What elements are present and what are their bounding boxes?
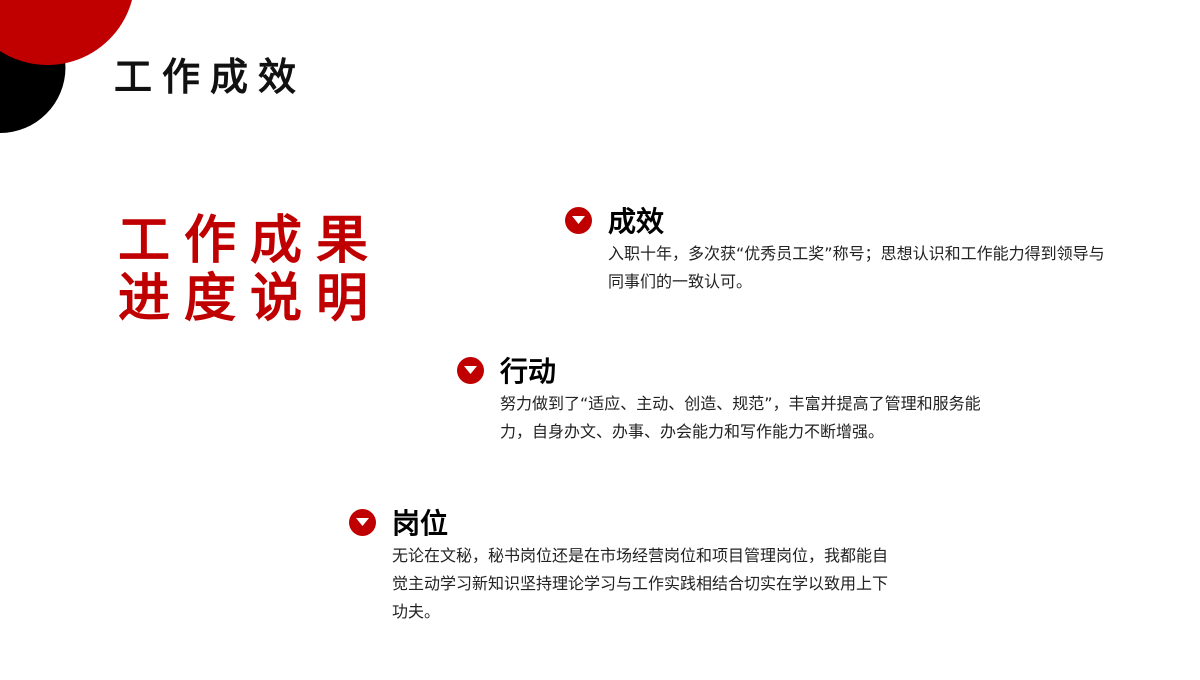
corner-decoration: [0, 0, 132, 133]
item-heading: 成效: [608, 205, 665, 238]
chevron-down-icon: [457, 356, 484, 384]
item-heading: 行动: [500, 355, 557, 388]
page-title: 工作成效: [114, 55, 307, 99]
item-heading: 岗位: [392, 507, 449, 540]
item-results: 成效 入职十年，多次获“优秀员工奖”称号；思想认识和工作能力得到领导与同事们的一…: [565, 200, 1110, 296]
item-text: 无论在文秘，秘书岗位还是在市场经营岗位和项目管理岗位，我都能自觉主动学习新知识坚…: [392, 546, 889, 621]
item-text: 努力做到了“适应、主动、创造、规范”，丰富并提高了管理和服务能力，自身办文、办事…: [500, 394, 981, 441]
item-position: 岗位 无论在文秘，秘书岗位还是在市场经营岗位和项目管理岗位，我都能自觉主动学习新…: [349, 502, 894, 626]
chevron-down-icon: [565, 206, 592, 234]
item-actions: 行动 努力做到了“适应、主动、创造、规范”，丰富并提高了管理和服务能力，自身办文…: [457, 350, 1002, 446]
section-heading: 工作成果 进度说明: [118, 212, 382, 328]
red-circle-decoration: [0, 0, 132, 65]
section-heading-line2: 进度说明: [118, 269, 383, 329]
item-text: 入职十年，多次获“优秀员工奖”称号；思想认识和工作能力得到领导与同事们的一致认可…: [608, 244, 1105, 291]
chevron-down-icon: [349, 508, 376, 536]
section-heading-line1: 工作成果: [118, 211, 383, 271]
